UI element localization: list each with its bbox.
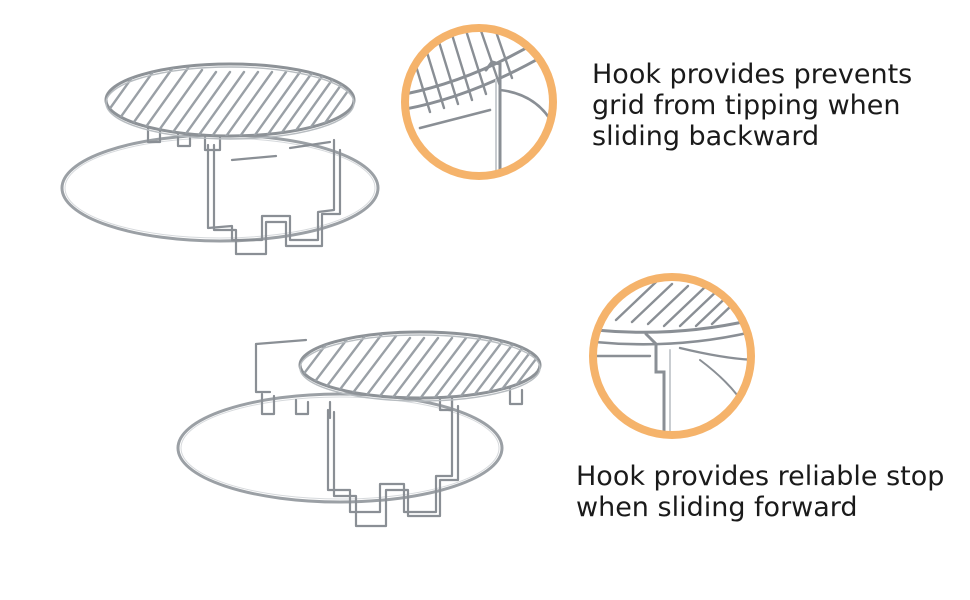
base-ring	[176, 392, 504, 504]
grill-rack-bottom	[176, 330, 542, 528]
grill-rack-top	[60, 62, 380, 256]
callout-ring	[589, 273, 755, 439]
caption-line: Hook provides prevents	[592, 59, 913, 90]
leg-frame	[326, 398, 454, 514]
hook-closeup-callout-bottom	[589, 273, 755, 439]
caption-forward-hook: Hook provides reliable stop when sliding…	[576, 461, 944, 523]
caption-line: when sliding forward	[576, 492, 858, 523]
callout-ring	[401, 24, 557, 180]
caption-line: grid from tipping when	[592, 90, 901, 121]
caption-line: sliding backward	[592, 121, 820, 152]
hook-closeup-callout-top	[401, 24, 557, 180]
caption-line: Hook provides reliable stop	[576, 461, 945, 492]
caption-backward-hook: Hook provides prevents grid from tipping…	[592, 59, 912, 152]
leg-frame	[206, 138, 336, 242]
